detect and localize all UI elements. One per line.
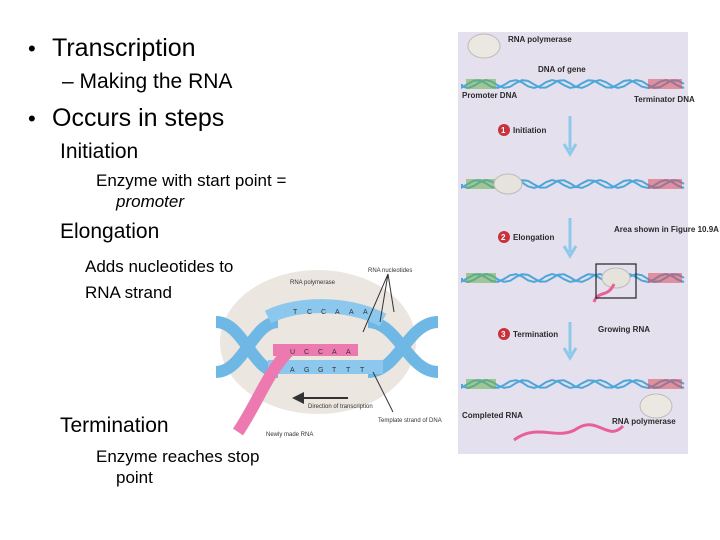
transcription-steps-svg: RNA polymerase DNA of gene Promoter DNA …	[461, 33, 719, 442]
terminator-segment	[648, 79, 682, 89]
base-label-top: A	[335, 309, 340, 316]
termination-line1: Enzyme reaches stop	[96, 447, 260, 466]
base-label-rna: U	[290, 349, 295, 356]
dna-helix-row	[461, 378, 685, 390]
growing-rna-strand	[592, 283, 616, 303]
label-promoter-dna: Promoter DNA	[462, 91, 517, 100]
label-direction: Direction of transcription	[308, 404, 373, 410]
base-label-top: A	[363, 309, 368, 316]
initiation-line1: Enzyme with start point =	[96, 171, 287, 190]
label-dna-of-gene: DNA of gene	[538, 65, 586, 74]
promoter-segment	[466, 379, 496, 389]
making-rna-text: Making the RNA	[79, 70, 233, 93]
initiation-heading: Initiation	[60, 140, 139, 163]
bullet-dot: •	[28, 36, 36, 61]
sub-bullet-making-rna: – Making the RNA	[62, 70, 232, 94]
step-badge-2	[498, 231, 510, 243]
base-label-top: T	[293, 309, 298, 316]
base-label-template: G	[318, 367, 323, 374]
label-termination-right: Termination	[513, 330, 558, 339]
termination-heading: Termination	[60, 414, 169, 437]
base-label-rna: A	[332, 349, 337, 356]
svg-text:2: 2	[501, 233, 506, 242]
elongation-line2: RNA strand	[85, 283, 172, 302]
step-badge-1	[498, 124, 510, 136]
label-rna-polymerase: RNA polymerase	[290, 280, 336, 286]
base-label-template: A	[290, 367, 295, 374]
label-growing-rna: Growing RNA	[598, 325, 650, 334]
rna-strand	[232, 344, 358, 436]
area-shown-box	[595, 263, 637, 299]
svg-text:1: 1	[501, 126, 506, 135]
base-label-template: G	[304, 367, 309, 374]
initiation-line2: promoter	[116, 192, 185, 211]
dna-helix-row	[461, 173, 685, 195]
template-pointer-line	[372, 371, 394, 413]
label-rna-polymerase-released: RNA polymerase	[612, 417, 676, 426]
base-label-template: T	[346, 367, 351, 374]
label-area-shown: Area shown in Figure 10.9A	[614, 225, 719, 234]
base-label-top: C	[321, 309, 326, 316]
label-terminator-dna: Terminator DNA	[634, 95, 695, 104]
bullet-dot: •	[28, 106, 36, 131]
label-elongation-right: Elongation	[513, 233, 554, 242]
promoter-segment	[466, 179, 496, 189]
base-label-rna: A	[346, 349, 351, 356]
label-completed-rna: Completed RNA	[462, 411, 523, 420]
bullet-transcription: Transcription	[52, 34, 196, 62]
promoter-segment	[466, 273, 496, 283]
promoter-segment	[466, 79, 496, 89]
nucleotide-pointer-lines	[362, 273, 395, 333]
dash-marker: –	[62, 70, 80, 93]
label-newly-made-rna: Newly made RNA	[266, 432, 313, 438]
bullet-occurs-in-steps: Occurs in steps	[52, 104, 225, 132]
elongation-line1: Adds nucleotides to	[85, 257, 234, 276]
polymerase-icon-initiation	[493, 173, 523, 195]
dna-helix-row	[461, 267, 685, 303]
terminator-segment	[648, 273, 682, 283]
label-template-strand: Template strand of DNA	[378, 418, 442, 424]
polymerase-icon-elongation	[601, 267, 631, 289]
terminator-segment	[648, 179, 682, 189]
base-label-rna: C	[304, 349, 309, 356]
label-initiation-right: Initiation	[513, 126, 546, 135]
polymerase-icon-top	[467, 33, 501, 59]
dna-helix-row	[461, 78, 685, 90]
down-arrow-1	[562, 116, 578, 157]
termination-line2: point	[116, 468, 153, 487]
step-badge-3	[498, 328, 510, 340]
base-label-template: T	[332, 367, 337, 374]
elongation-heading: Elongation	[60, 220, 160, 243]
label-rna-nucleotides: RNA nucleotides	[368, 268, 412, 274]
svg-text:3: 3	[501, 330, 506, 339]
terminator-segment	[648, 379, 682, 389]
base-label-template: T	[360, 367, 365, 374]
completed-rna-strand	[513, 423, 625, 442]
elongation-detail-diagram: T C C A A A U C C A A A G G T T T RNA polymerase RNA n…	[215, 268, 442, 438]
transcription-steps-figure: RNA polymerase DNA of gene Promoter DNA …	[458, 32, 719, 454]
base-label-rna: C	[318, 349, 323, 356]
base-label-top: C	[307, 309, 312, 316]
label-rna-polymerase-right: RNA polymerase	[508, 35, 572, 44]
down-arrow-2	[562, 218, 578, 259]
down-arrow-3	[562, 322, 578, 361]
polymerase-icon-released	[639, 393, 673, 419]
base-label-top: A	[349, 309, 354, 316]
